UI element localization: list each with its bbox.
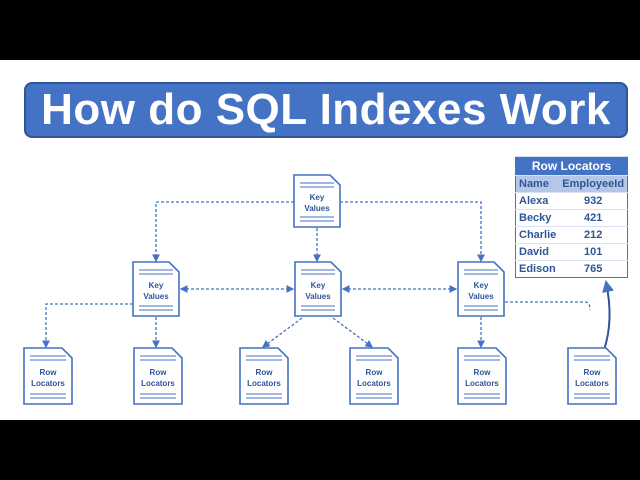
node-label: Row	[366, 368, 384, 377]
node-label: Locators	[247, 379, 281, 388]
node-label: Values	[468, 292, 494, 301]
lookup-arrow	[602, 280, 614, 351]
node-label: Key	[474, 281, 489, 290]
page-title: How do SQL Indexes Work	[24, 82, 628, 138]
node-label: Row	[40, 368, 58, 377]
document-icon	[239, 347, 289, 405]
cell-id: 932	[559, 192, 628, 210]
node-label: Row	[474, 368, 492, 377]
node-label: Values	[143, 292, 169, 301]
document-icon	[293, 174, 341, 228]
node-label: Row	[150, 368, 168, 377]
node-label: Key	[311, 281, 326, 290]
cell-id: 212	[559, 226, 628, 244]
cell-name: Charlie	[515, 226, 560, 244]
edge-left-leaf1	[42, 303, 133, 349]
node-label: Row	[584, 368, 602, 377]
top-letterbox	[0, 0, 640, 60]
connectors	[42, 201, 591, 349]
node-label: Locators	[357, 379, 391, 388]
node-label: Row	[256, 368, 274, 377]
document-icon	[132, 261, 180, 317]
table-title: Row Locators	[515, 156, 628, 176]
column-header-name: Name	[515, 175, 560, 193]
node-label: Locators	[141, 379, 175, 388]
edge-root-left	[152, 201, 294, 263]
cell-id: 765	[559, 260, 628, 278]
cell-name: Edison	[515, 260, 560, 278]
document-icon	[457, 261, 505, 317]
node-label: Locators	[465, 379, 499, 388]
node-label: Values	[304, 204, 330, 213]
edge-mid-leaf3	[261, 317, 303, 348]
document-icon	[457, 347, 507, 405]
node-label: Key	[310, 193, 325, 202]
node-label: Locators	[575, 379, 609, 388]
node-label: Locators	[31, 379, 65, 388]
cell-id: 101	[559, 243, 628, 261]
document-icon	[294, 261, 342, 317]
cell-name: Alexa	[515, 192, 560, 210]
cell-name: Becky	[515, 209, 560, 227]
document-icon	[349, 347, 399, 405]
document-icon	[567, 347, 617, 405]
node-label: Values	[305, 292, 331, 301]
edge-right-leaf6	[505, 301, 591, 311]
edge-root-right	[340, 201, 485, 263]
cell-name: David	[515, 243, 560, 261]
edge-mid-leaf4	[332, 317, 374, 348]
cell-id: 421	[559, 209, 628, 227]
node-label: Key	[149, 281, 164, 290]
document-icon	[133, 347, 183, 405]
document-icon	[23, 347, 73, 405]
bottom-letterbox	[0, 420, 640, 480]
column-header-employeeid: EmployeeId	[559, 175, 628, 193]
